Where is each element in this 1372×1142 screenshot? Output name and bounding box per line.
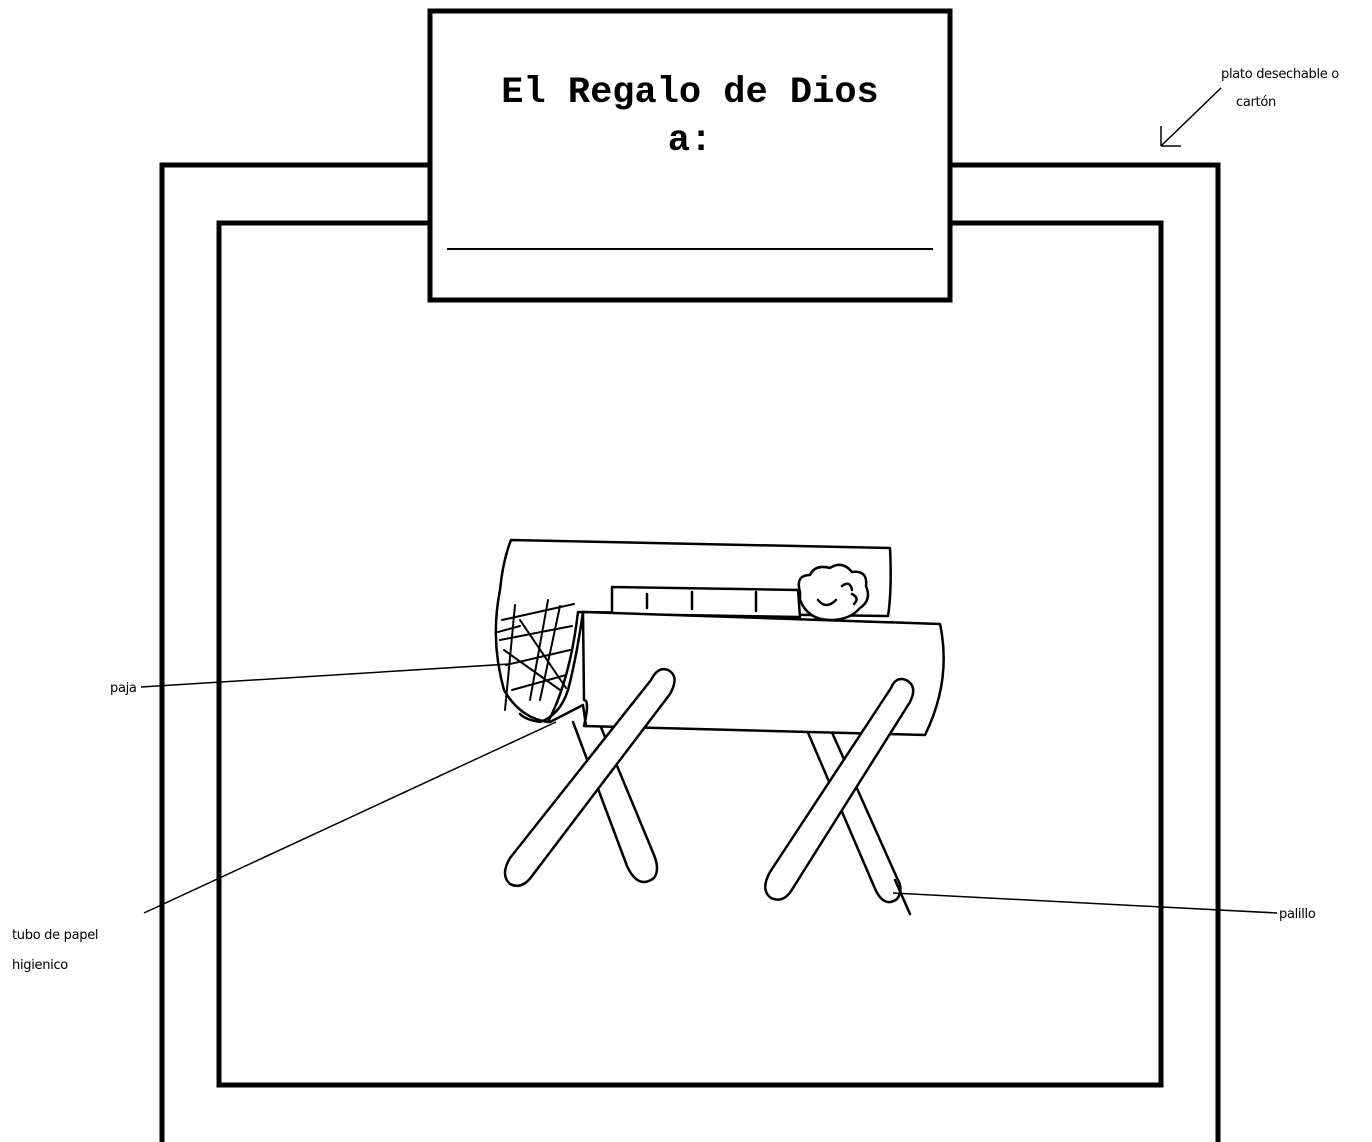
plate-label-line1: plato desechable o [1221,67,1339,82]
blanket-folds [645,590,758,613]
tube-leader [143,721,557,914]
manger-drawing [494,538,945,916]
baby-jesus-head [797,563,870,622]
stick-label: palillo [1279,907,1316,922]
manger-front-tube [581,610,945,737]
stick-leader [892,892,1278,914]
plate-arrow [1160,87,1222,147]
stick-tip-mark [893,878,912,916]
blanket [610,585,802,619]
manger-open-end-rim [518,610,585,724]
tube-inner-edge [548,703,588,728]
straw-hay [497,599,575,711]
straw-leader [140,663,511,688]
tube-label-line1: tubo de papel [12,928,98,943]
straw-label: paja [110,681,137,696]
leader-lines [140,663,1278,914]
front-legs [503,667,915,901]
card-recipient-label: a: [668,120,712,162]
manger-back-wall [494,538,892,724]
plate-label-line2: cartón [1236,95,1276,110]
card-title: El Regalo de Dios [501,72,878,114]
title-card [427,8,953,303]
tube-label-line2: higienico [12,958,68,973]
